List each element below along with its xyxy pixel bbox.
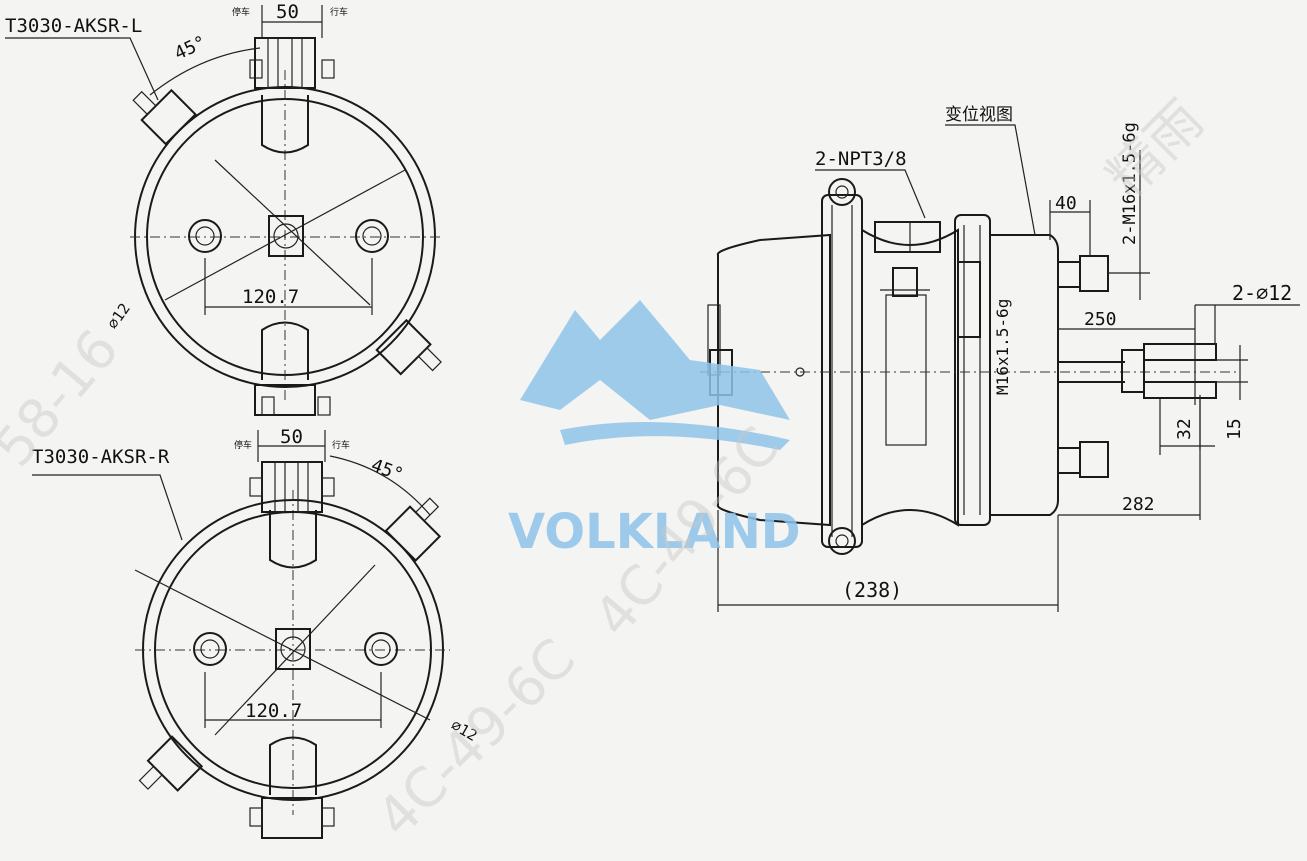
- park-mark-bottom: 停车: [234, 439, 252, 451]
- brand-watermark: VOLKLAND: [508, 504, 801, 560]
- side-view: 40 2-M16x1.5-6g 2-⌀12 250 32 15 282 (238…: [700, 105, 1300, 612]
- spacing-dimension-top: 50: [276, 1, 299, 23]
- port-label: 2-NPT3/8: [815, 148, 907, 170]
- dimension-15: 15: [1224, 418, 1245, 440]
- mount-thread-label: 2-M16x1.5-6g: [1120, 122, 1140, 245]
- model-label-right: T3030-AKSR-R: [32, 446, 170, 468]
- model-label-left: T3030-AKSR-L: [5, 15, 142, 37]
- spacing-dimension-bottom: 50: [280, 426, 303, 448]
- front-view-right: 120.7 50 停车 行车 45° T3030-AKSR-R ⌀12: [32, 426, 480, 839]
- rod-thread-label: M16x1.5-6g: [993, 299, 1012, 395]
- drive-mark-top: 行车: [330, 6, 348, 18]
- mark-watermark: 精雨: [1095, 88, 1216, 209]
- volkland-watermark: VOLKLAND: [508, 300, 801, 560]
- dimension-40: 40: [1055, 193, 1077, 214]
- front-view-left: 120.7 50 停车 行车 45° T3030-AKSR-L ⌀12: [5, 1, 442, 416]
- park-mark-top: 停车: [232, 6, 250, 18]
- hole-dimension-top: ⌀12: [104, 300, 134, 333]
- variant-view-label: 变位视图: [945, 105, 1013, 125]
- drive-mark-bottom: 行车: [332, 439, 350, 451]
- clevis-hole-dimension: 2-⌀12: [1232, 281, 1292, 305]
- overall-length-dimension: (238): [842, 578, 902, 602]
- dimension-32: 32: [1174, 418, 1195, 440]
- dimension-282: 282: [1122, 494, 1155, 515]
- bolt-span-dimension-bottom: 120.7: [245, 700, 302, 722]
- angle-label-bottom: 45°: [368, 455, 406, 486]
- code-watermark-3: 4C-49-6C: [365, 627, 588, 850]
- bolt-span-dimension-top: 120.7: [242, 286, 299, 308]
- dimension-250: 250: [1084, 309, 1117, 330]
- mountain-logo-icon: [520, 300, 790, 420]
- angle-label-top: 45°: [171, 32, 209, 65]
